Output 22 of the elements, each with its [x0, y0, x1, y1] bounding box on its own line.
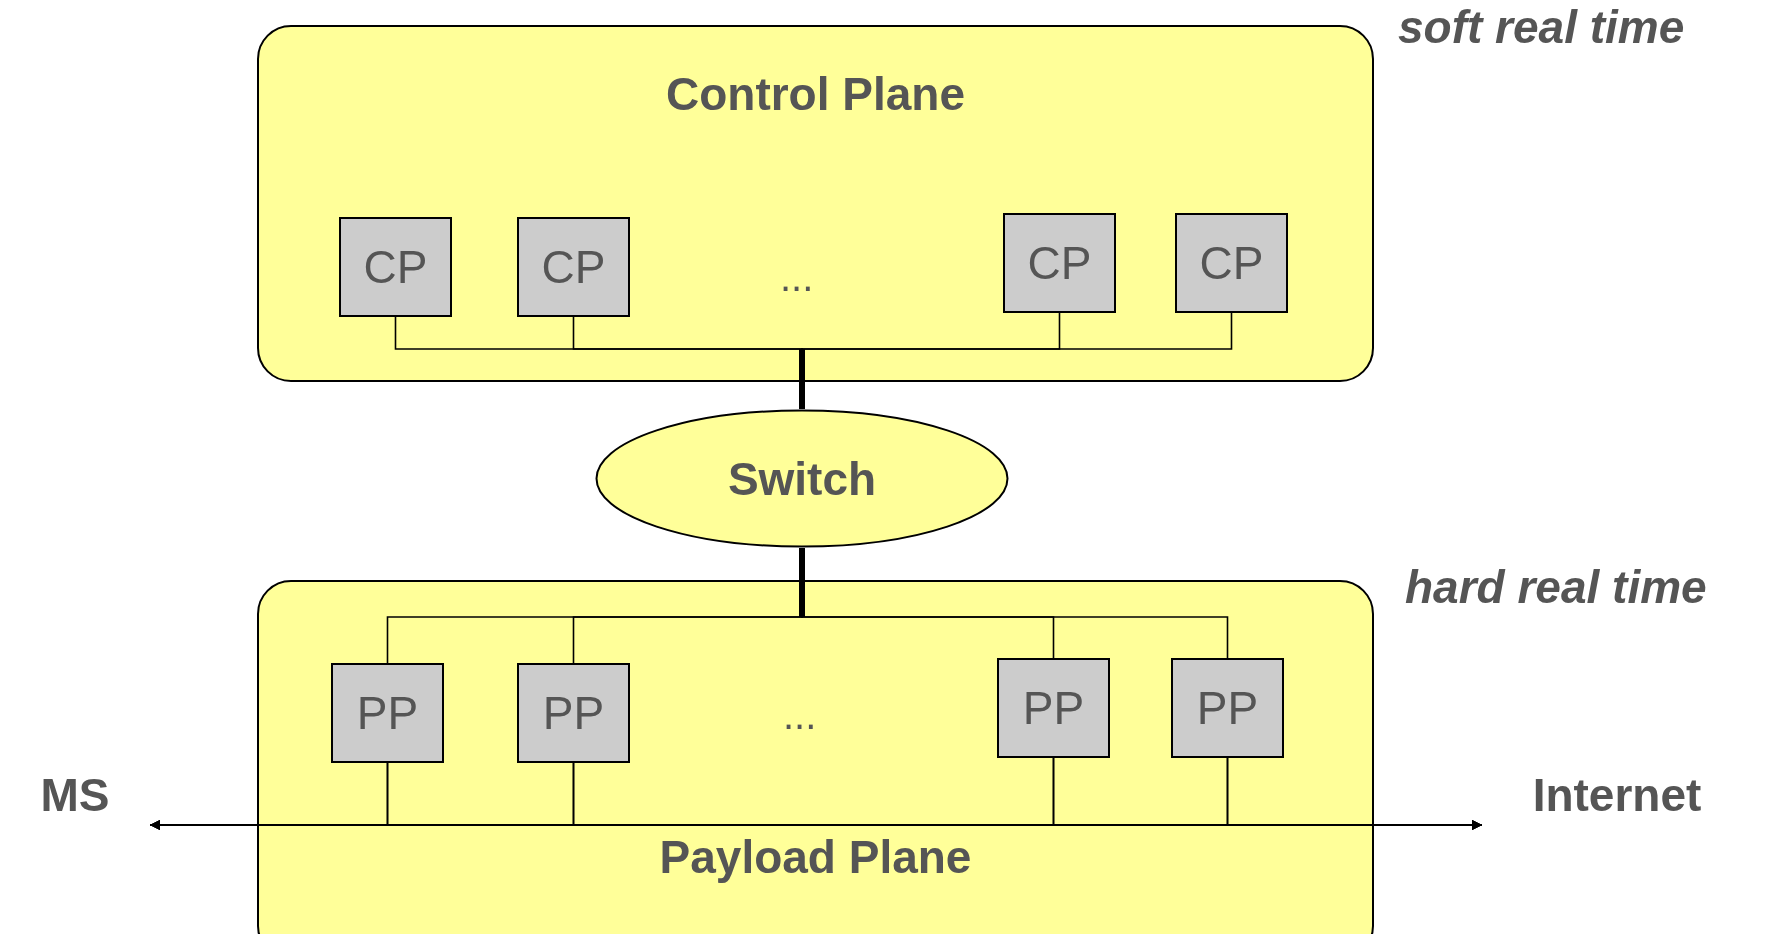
- timing-note: hard real time: [1405, 560, 1707, 614]
- connector-line: [1226, 757, 1483, 830]
- endpoint-label: MS: [0, 760, 150, 830]
- processor-box: CP: [339, 217, 452, 317]
- processor-box: CP: [1003, 213, 1116, 313]
- timing-note: soft real time: [1398, 0, 1685, 54]
- plane-title: Payload Plane: [658, 830, 973, 884]
- processor-box: PP: [331, 663, 444, 763]
- ellipsis-text: ...: [783, 693, 817, 738]
- endpoint-label: Internet: [1482, 760, 1752, 830]
- processor-box: PP: [1171, 658, 1284, 758]
- processor-box: CP: [517, 217, 630, 317]
- trunk-line: [799, 349, 805, 409]
- trunk-line: [799, 548, 805, 617]
- processor-box: CP: [1175, 213, 1288, 313]
- ellipsis-text: ...: [780, 255, 814, 300]
- plane-panel: [257, 25, 1374, 382]
- plane-title: Control Plane: [665, 67, 966, 121]
- processor-box: PP: [517, 663, 630, 763]
- processor-box: PP: [997, 658, 1110, 758]
- switch-ellipse: Switch: [595, 409, 1009, 548]
- plane-panel: [257, 580, 1374, 934]
